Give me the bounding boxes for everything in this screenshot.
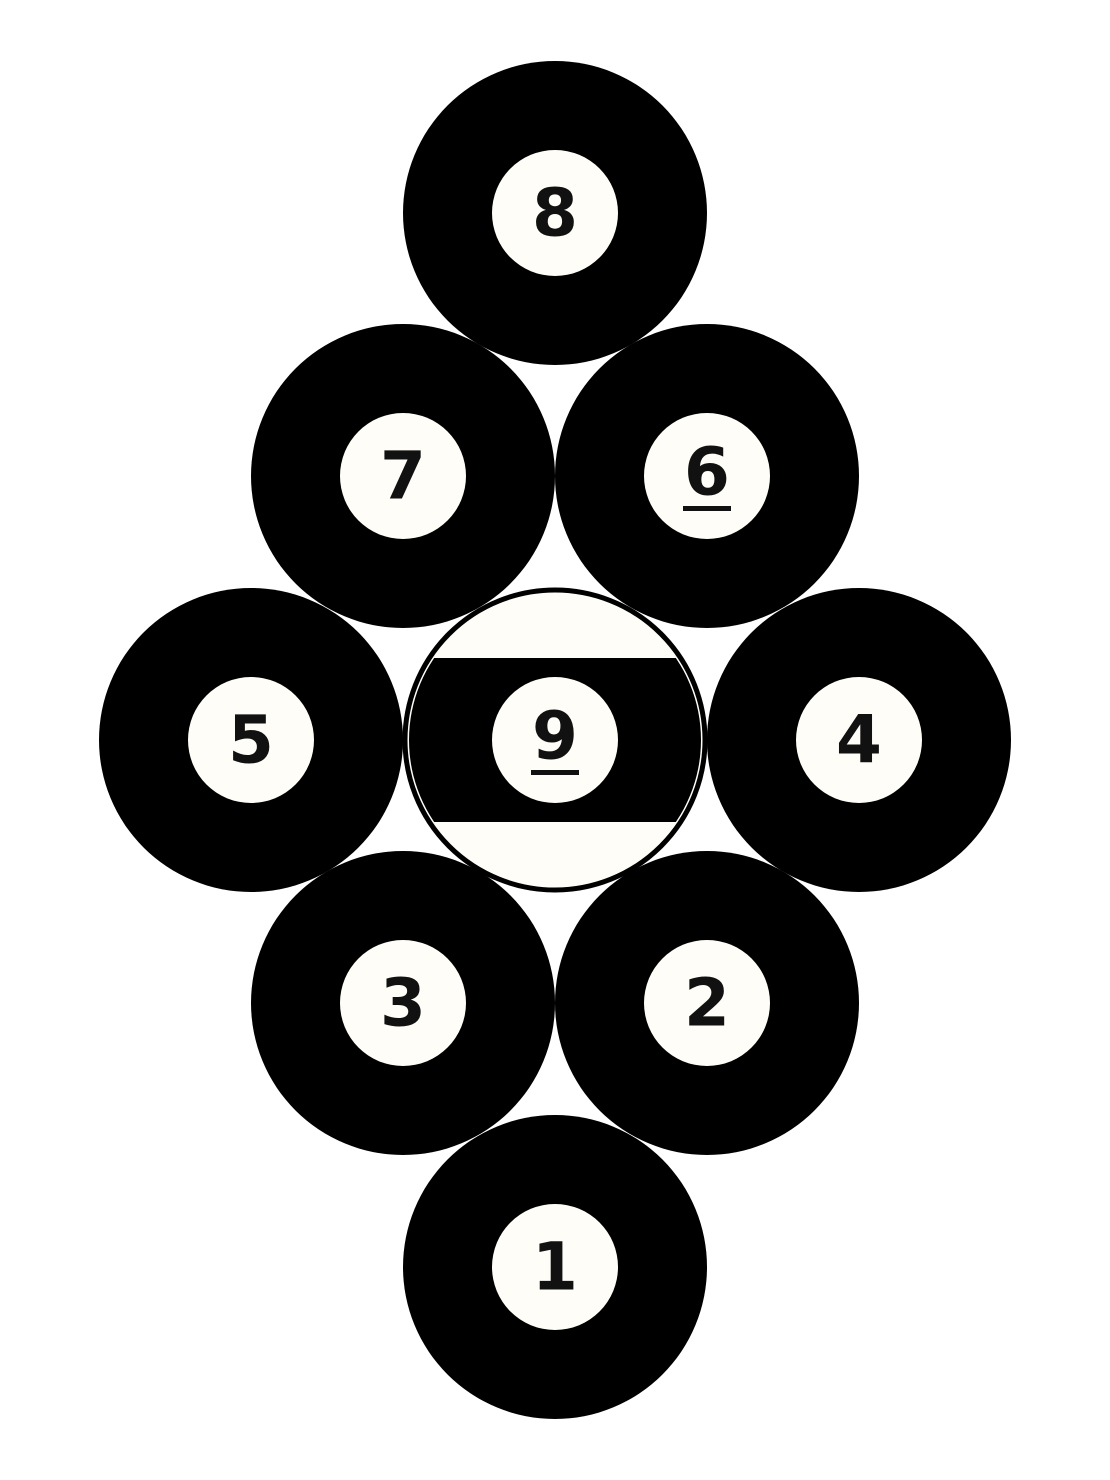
- ball-2: 2: [555, 851, 859, 1155]
- ball-7: 7: [251, 324, 555, 628]
- ball-5-number: 5: [228, 702, 274, 779]
- ball-2-number: 2: [684, 965, 730, 1042]
- ball-1-number-disc: [492, 1204, 618, 1330]
- ball-7-number: 7: [380, 438, 426, 515]
- ball-9: 9: [402, 587, 708, 893]
- ball-8: 8: [403, 61, 707, 365]
- ball-1: 1: [403, 1115, 707, 1419]
- ball-8-number: 8: [532, 175, 578, 252]
- ball-6-number-disc: [644, 413, 770, 539]
- ball-1-number: 1: [532, 1229, 578, 1306]
- ball-9-number-disc: [492, 677, 618, 803]
- ball-7-number-disc: [340, 413, 466, 539]
- ball-3-number-disc: [340, 940, 466, 1066]
- ball-3-number: 3: [380, 965, 426, 1042]
- ball-6: 6: [555, 324, 859, 628]
- ball-2-number-disc: [644, 940, 770, 1066]
- ball-4: 4: [707, 588, 1011, 892]
- ball-4-number-disc: [796, 677, 922, 803]
- ball-4-number: 4: [836, 702, 882, 779]
- ball-9-number: 9: [532, 698, 578, 775]
- ball-6-underline: [683, 506, 731, 511]
- ball-5: 5: [99, 588, 403, 892]
- ball-6-number: 6: [684, 434, 730, 511]
- ball-5-number-disc: [188, 677, 314, 803]
- ball-8-number-disc: [492, 150, 618, 276]
- balls-layer: 8 7 6 5 9 4 3 2 1: [99, 61, 1011, 1419]
- ball-9-underline: [531, 770, 579, 775]
- ball-3: 3: [251, 851, 555, 1155]
